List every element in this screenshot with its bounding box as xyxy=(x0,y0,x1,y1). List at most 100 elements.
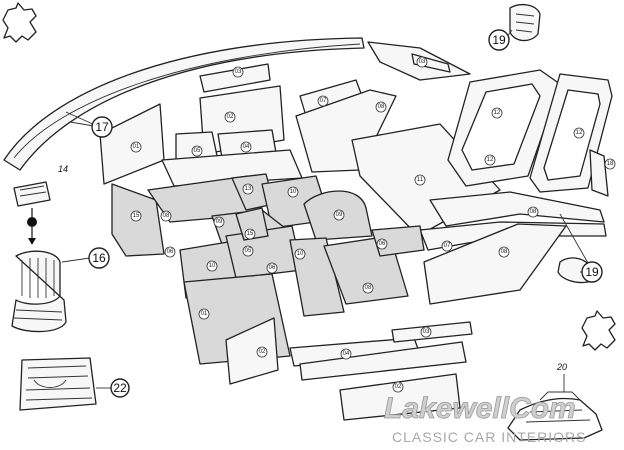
car-silhouette-20 xyxy=(507,397,603,441)
svg-text:04: 04 xyxy=(243,144,250,150)
part-label: 10 xyxy=(287,186,299,198)
svg-text:12: 12 xyxy=(487,157,494,163)
part-label: 11 xyxy=(414,174,426,186)
panel-03-lower-strip xyxy=(391,321,473,343)
callout-17: 17 xyxy=(91,116,113,138)
svg-text:15: 15 xyxy=(133,213,140,219)
svg-text:07: 07 xyxy=(444,243,451,249)
svg-text:03: 03 xyxy=(419,59,426,65)
part-label: 07 xyxy=(317,95,329,107)
part-label: 12 xyxy=(491,107,503,119)
brand-logo: LakewellCom xyxy=(384,392,576,425)
part-label: 10 xyxy=(294,248,306,260)
svg-text:08: 08 xyxy=(163,213,170,219)
svg-text:08: 08 xyxy=(378,104,385,110)
svg-text:12: 12 xyxy=(576,130,583,136)
part-label: 09 xyxy=(333,209,345,221)
svg-text:19: 19 xyxy=(492,33,506,47)
part-label: 09 xyxy=(213,216,225,228)
svg-text:08: 08 xyxy=(530,209,537,215)
part-label: 08 xyxy=(362,282,374,294)
rear-quarter-big-08 xyxy=(423,223,567,305)
callout-20: 20 xyxy=(556,362,567,372)
svg-text:06: 06 xyxy=(379,241,386,247)
part-label: 03 xyxy=(420,326,432,338)
svg-text:06: 06 xyxy=(269,265,276,271)
leather-hide-icon-right xyxy=(581,310,616,351)
panel-03-top xyxy=(199,63,271,93)
part-label: 06 xyxy=(266,262,278,274)
svg-text:19: 19 xyxy=(585,265,599,279)
callout-14: 14 xyxy=(58,164,68,174)
part-label: 10 xyxy=(206,260,218,272)
svg-text:10: 10 xyxy=(297,251,304,257)
svg-text:04: 04 xyxy=(343,351,350,357)
part-label: 12 xyxy=(484,154,496,166)
svg-text:10: 10 xyxy=(290,189,297,195)
svg-text:11: 11 xyxy=(417,177,424,183)
callout-19-top: 19 xyxy=(488,29,510,51)
part-label: 08 xyxy=(375,101,387,113)
part-label: 08 xyxy=(498,246,510,258)
panel-01-lower xyxy=(225,317,279,385)
console-piece-22 xyxy=(19,357,97,411)
rear-quarter-panel-08 xyxy=(429,191,605,227)
part-label: 05 xyxy=(242,245,254,257)
part-label: 15 xyxy=(130,210,142,222)
panel-02-bottom xyxy=(339,373,461,421)
svg-text:06: 06 xyxy=(167,249,174,255)
part-label: 12 xyxy=(573,127,585,139)
svg-text:02: 02 xyxy=(259,349,266,355)
svg-text:02: 02 xyxy=(227,114,234,120)
callout-16: 16 xyxy=(88,247,110,269)
part-label: 15 xyxy=(244,228,256,240)
part-label: 02 xyxy=(224,111,236,123)
svg-text:08: 08 xyxy=(501,249,508,255)
svg-text:08: 08 xyxy=(365,285,372,291)
svg-text:03: 03 xyxy=(235,69,242,75)
carpet-seat-hump xyxy=(235,207,269,241)
svg-text:18: 18 xyxy=(607,161,614,167)
part-label: 05 xyxy=(191,145,203,157)
svg-text:13: 13 xyxy=(245,186,252,192)
callout-19-right: 19 xyxy=(581,261,603,283)
part-label: 08 xyxy=(527,206,539,218)
part-label: 02 xyxy=(256,346,268,358)
part-label: 04 xyxy=(240,141,252,153)
callout-22: 22 xyxy=(110,378,130,398)
svg-text:07: 07 xyxy=(320,98,327,104)
svg-text:16: 16 xyxy=(92,251,106,265)
panel-02-lower-right xyxy=(299,341,467,381)
svg-text:01: 01 xyxy=(133,144,140,150)
svg-text:15: 15 xyxy=(247,231,254,237)
part-label: 06 xyxy=(376,238,388,250)
svg-text:05: 05 xyxy=(245,248,252,254)
svg-text:01: 01 xyxy=(201,311,208,317)
part-label: 02 xyxy=(392,381,404,393)
svg-text:09: 09 xyxy=(336,212,343,218)
rear-side-panel-08 xyxy=(295,89,397,173)
leather-hide-icon xyxy=(2,2,37,43)
part-label: 03 xyxy=(416,56,428,68)
connector-dot xyxy=(27,217,37,227)
svg-text:22: 22 xyxy=(113,381,127,395)
part-label: 08 xyxy=(160,210,172,222)
brand-tagline: CLASSIC CAR INTERIORS xyxy=(392,429,586,445)
svg-text:03: 03 xyxy=(423,329,430,335)
part-label: 04 xyxy=(340,348,352,360)
svg-text:02: 02 xyxy=(395,384,402,390)
part-label: 18 xyxy=(604,158,616,170)
svg-text:17: 17 xyxy=(95,120,109,134)
part-label: 06 xyxy=(164,246,176,258)
svg-text:10: 10 xyxy=(209,263,216,269)
svg-text:12: 12 xyxy=(494,110,501,116)
svg-text:05: 05 xyxy=(194,148,201,154)
part-label: 01 xyxy=(130,141,142,153)
carpet-right-strip xyxy=(371,225,425,257)
part-label: 07 xyxy=(441,240,453,252)
part-label: 03 xyxy=(232,66,244,78)
sill-strip-17 xyxy=(3,37,365,171)
part-label: 01 xyxy=(198,308,210,320)
